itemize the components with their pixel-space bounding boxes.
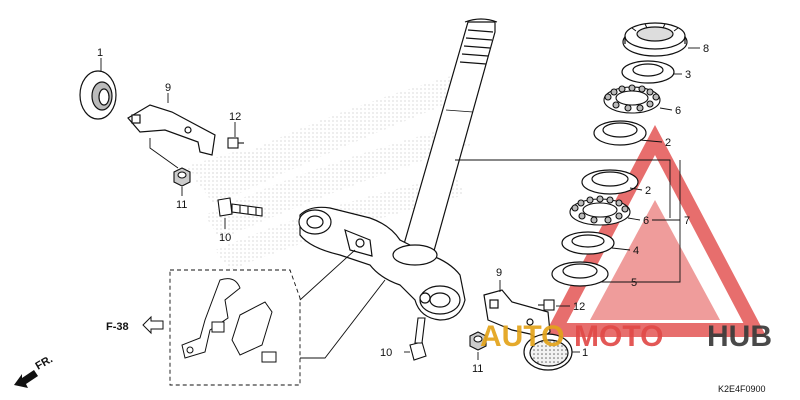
- direction-label: FR.: [34, 353, 55, 372]
- callout-4: 4: [633, 245, 639, 257]
- watermark-auto: AUTO: [480, 320, 564, 353]
- nut-part-11-bottom: [469, 331, 487, 351]
- washer-part-3: [621, 60, 675, 84]
- reference-label: F-38: [106, 321, 129, 333]
- front-direction-indicator: FR.: [14, 353, 55, 388]
- dust-seal-part-5: [551, 261, 609, 287]
- callout-12-top: 12: [229, 111, 241, 123]
- callout-6-lower: 6: [643, 215, 649, 227]
- diagram-code: K2E4F0900: [718, 384, 766, 394]
- bolt-part-12-top: [227, 137, 244, 149]
- callout-2-lower: 2: [645, 185, 651, 197]
- callout-11-top: 11: [176, 199, 187, 211]
- callout-3: 3: [685, 69, 691, 81]
- subassembly-box: [169, 269, 301, 386]
- callout-numbers: 1 9 12 11 10 8 3 6 2 2 6 7 4 5 9 12 10 1…: [97, 43, 709, 375]
- watermark-moto: MOTO: [574, 320, 663, 353]
- callout-8: 8: [703, 43, 709, 55]
- bracket-part-9-top: [127, 104, 216, 156]
- callout-6-top: 6: [675, 105, 681, 117]
- steering-stem: [399, 18, 498, 259]
- callout-7: 7: [684, 215, 690, 227]
- callout-9-top: 9: [165, 82, 171, 94]
- callout-2-top: 2: [665, 137, 671, 149]
- cap-part-1-top: [79, 70, 117, 120]
- callout-1-bottom: 1: [582, 347, 588, 359]
- bolt-part-10-top: [217, 197, 263, 217]
- callout-11-bottom: 11: [472, 363, 483, 375]
- bolt-part-10-bottom: [409, 317, 427, 361]
- race-part-2-top: [593, 120, 647, 146]
- callout-9-bottom: 9: [496, 267, 502, 279]
- nut-part-11-top: [173, 167, 191, 187]
- callout-1-top: 1: [97, 47, 103, 59]
- callout-5: 5: [631, 277, 637, 289]
- bolt-part-12-bottom: [538, 299, 555, 311]
- locknut-part-8: [622, 22, 688, 57]
- leader-lines: [100, 47, 700, 360]
- lower-triple-clamp: [298, 206, 466, 321]
- callout-12-bottom: 12: [573, 301, 585, 313]
- callout-10-top: 10: [219, 232, 231, 244]
- callout-10-bottom: 10: [380, 347, 392, 359]
- bearing-part-6-top: [603, 84, 661, 114]
- watermark-hub: HUB: [707, 320, 772, 353]
- reference-arrow: F-38: [106, 315, 164, 335]
- bearing-part-6-lower: [569, 195, 631, 226]
- watermark-text: AUTO MOTO HUB: [480, 320, 772, 353]
- race-part-2-lower: [581, 169, 639, 195]
- seal-part-4: [561, 231, 615, 255]
